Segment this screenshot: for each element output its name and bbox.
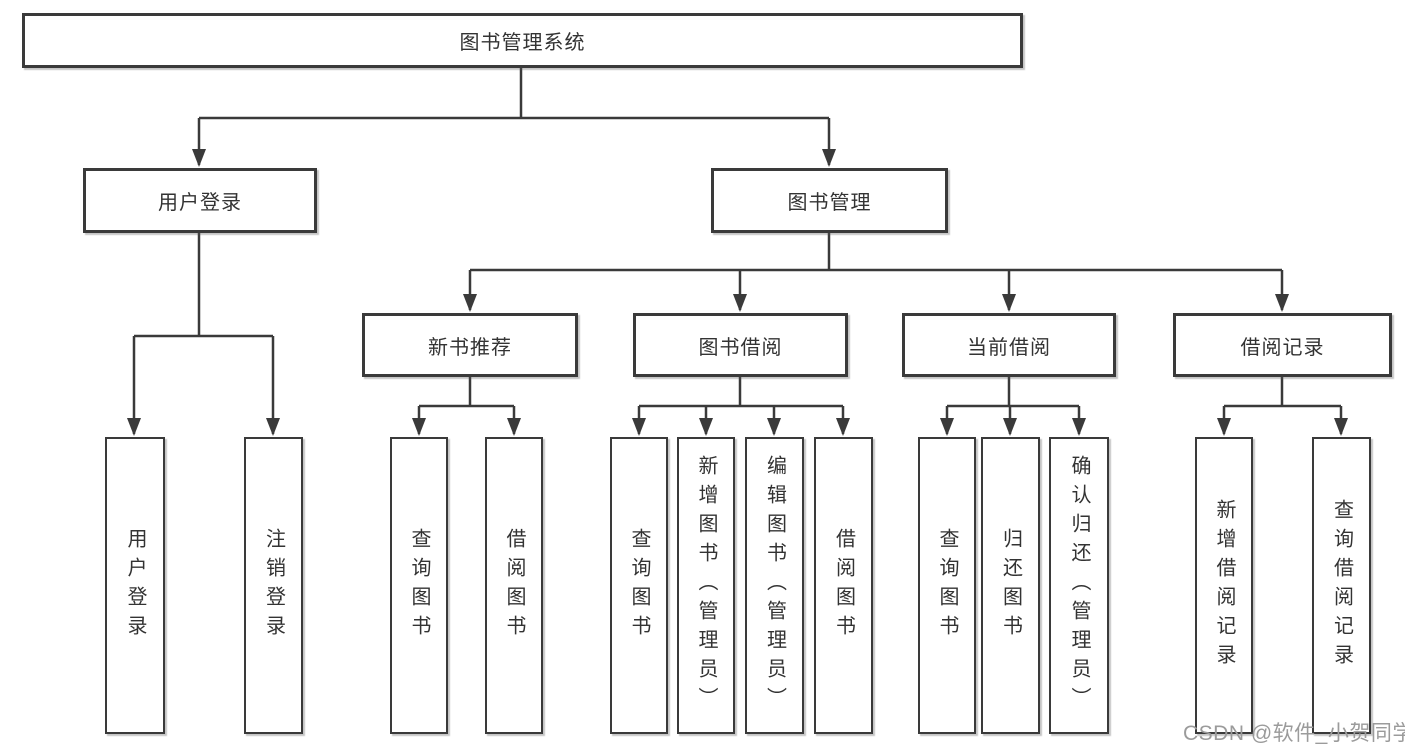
leaf-return-books: 归还图书 — [981, 437, 1040, 734]
leaf-confirm-return-admin: 确认归还（管理员） — [1049, 437, 1109, 734]
leaf-query-books-1: 查询图书 — [390, 437, 448, 734]
node-root-library-system: 图书管理系统 — [22, 13, 1023, 68]
leaf-label: 查询图书 — [628, 527, 650, 644]
leaf-label: 查询图书 — [936, 527, 958, 644]
leaf-label: 新增图书（管理员） — [695, 455, 717, 716]
leaf-label: 编辑图书（管理员） — [763, 455, 786, 716]
leaf-borrow-books-1: 借阅图书 — [485, 437, 543, 734]
csdn-watermark: CSDN @软件_小贺同学 — [1183, 722, 1405, 745]
leaf-label: 归还图书 — [999, 527, 1022, 644]
leaf-add-books-admin: 新增图书（管理员） — [677, 437, 735, 734]
node-new-book-recommend: 新书推荐 — [362, 313, 578, 377]
leaf-label: 借阅图书 — [503, 527, 525, 644]
node-borrowing-records: 借阅记录 — [1173, 313, 1392, 377]
leaf-query-borrow-record: 查询借阅记录 — [1312, 437, 1371, 734]
leaf-user-login: 用户登录 — [105, 437, 165, 734]
leaf-label: 借阅图书 — [832, 527, 855, 644]
node-user-login: 用户登录 — [83, 168, 317, 233]
leaf-add-borrow-record: 新增借阅记录 — [1195, 437, 1253, 734]
node-book-borrowing: 图书借阅 — [633, 313, 848, 377]
leaf-edit-books-admin: 编辑图书（管理员） — [745, 437, 804, 734]
leaf-query-books-2: 查询图书 — [610, 437, 668, 734]
leaf-label: 新增借阅记录 — [1213, 498, 1235, 673]
node-book-management: 图书管理 — [711, 168, 948, 233]
leaf-label: 查询借阅记录 — [1330, 498, 1353, 673]
node-current-borrowing: 当前借阅 — [902, 313, 1116, 377]
leaf-label: 查询图书 — [408, 527, 430, 644]
leaf-query-books-3: 查询图书 — [918, 437, 976, 734]
leaf-logout: 注销登录 — [244, 437, 303, 734]
leaf-borrow-books-2: 借阅图书 — [814, 437, 873, 734]
leaf-label: 确认归还（管理员） — [1068, 455, 1090, 716]
leaf-label: 注销登录 — [262, 527, 285, 644]
leaf-label: 用户登录 — [124, 527, 146, 644]
